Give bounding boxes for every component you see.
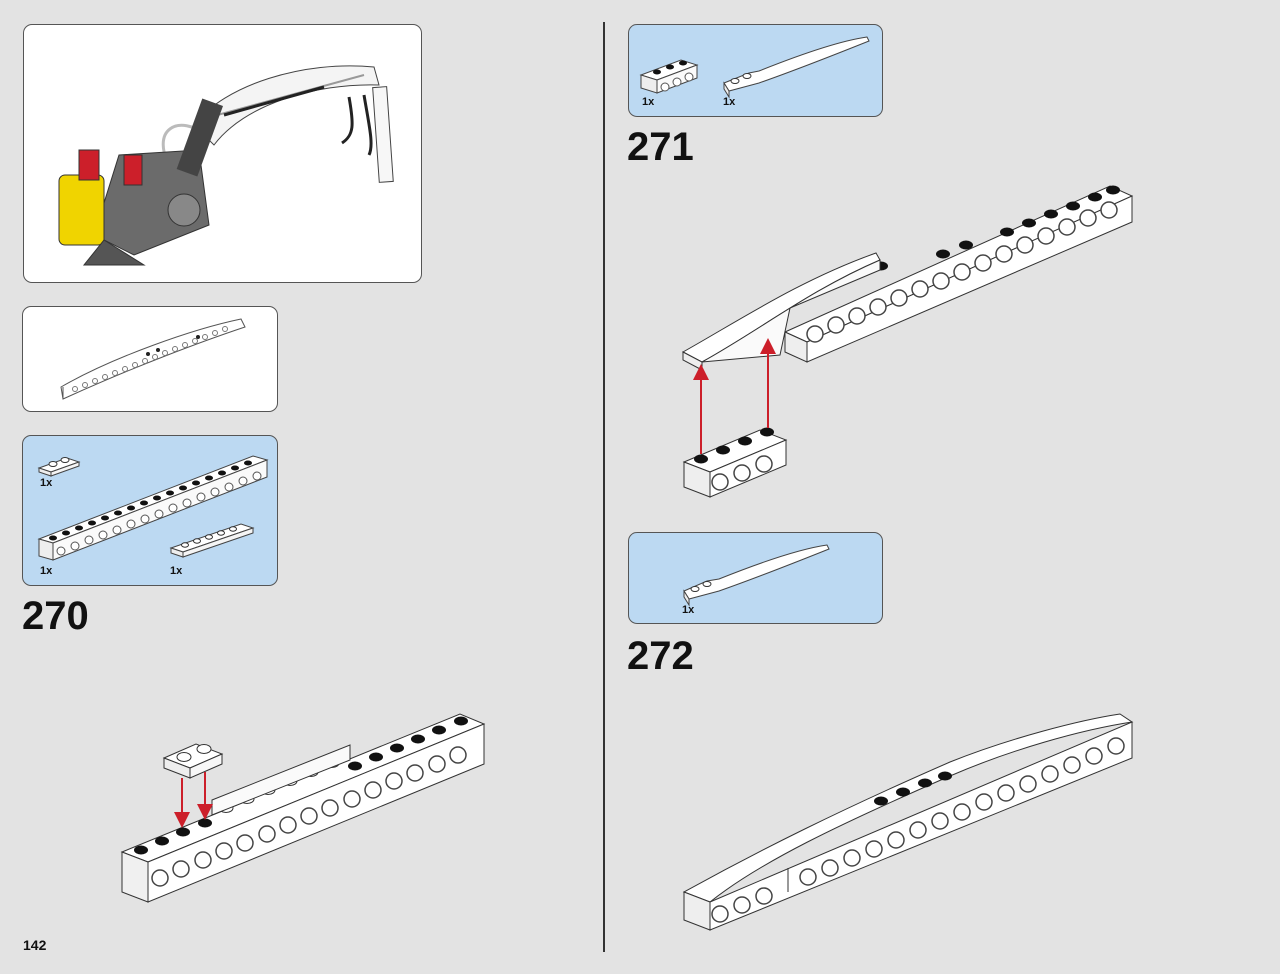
step-270-parts-illustration [37, 455, 269, 561]
step-number: 270 [22, 594, 89, 638]
step-271-parts-illustration [639, 36, 870, 99]
step-number: 271 [627, 125, 694, 169]
part-quantity: 1x [40, 565, 53, 577]
part-quantity: 1x [682, 604, 695, 616]
page-number: 142 [23, 937, 47, 953]
part-quantity: 1x [40, 477, 53, 489]
curved-beam-subassembly-illustration [60, 318, 246, 400]
part-quantity: 1x [170, 565, 183, 577]
part-plate-1x2 [37, 457, 81, 477]
part-curved-slope [723, 36, 870, 99]
step-270-parts-panel: 1x 1x 1x [22, 435, 278, 586]
subassembly-callout-panel [22, 306, 278, 412]
part-plate-1x6 [169, 523, 255, 558]
part-technic-brick-1x3 [639, 59, 699, 94]
step-272-parts-panel: 1x [628, 532, 883, 624]
model-overview-panel [23, 24, 422, 283]
step-271-parts-panel: 1x 1x [628, 24, 883, 117]
step-272-parts-illustration [683, 544, 830, 607]
part-curved-slope [683, 544, 830, 607]
excavator-model-illustration [58, 65, 394, 266]
part-quantity: 1x [723, 96, 736, 108]
page-divider [603, 22, 605, 952]
part-quantity: 1x [642, 96, 655, 108]
step-number: 272 [627, 634, 694, 678]
part-technic-brick-long [37, 455, 269, 561]
